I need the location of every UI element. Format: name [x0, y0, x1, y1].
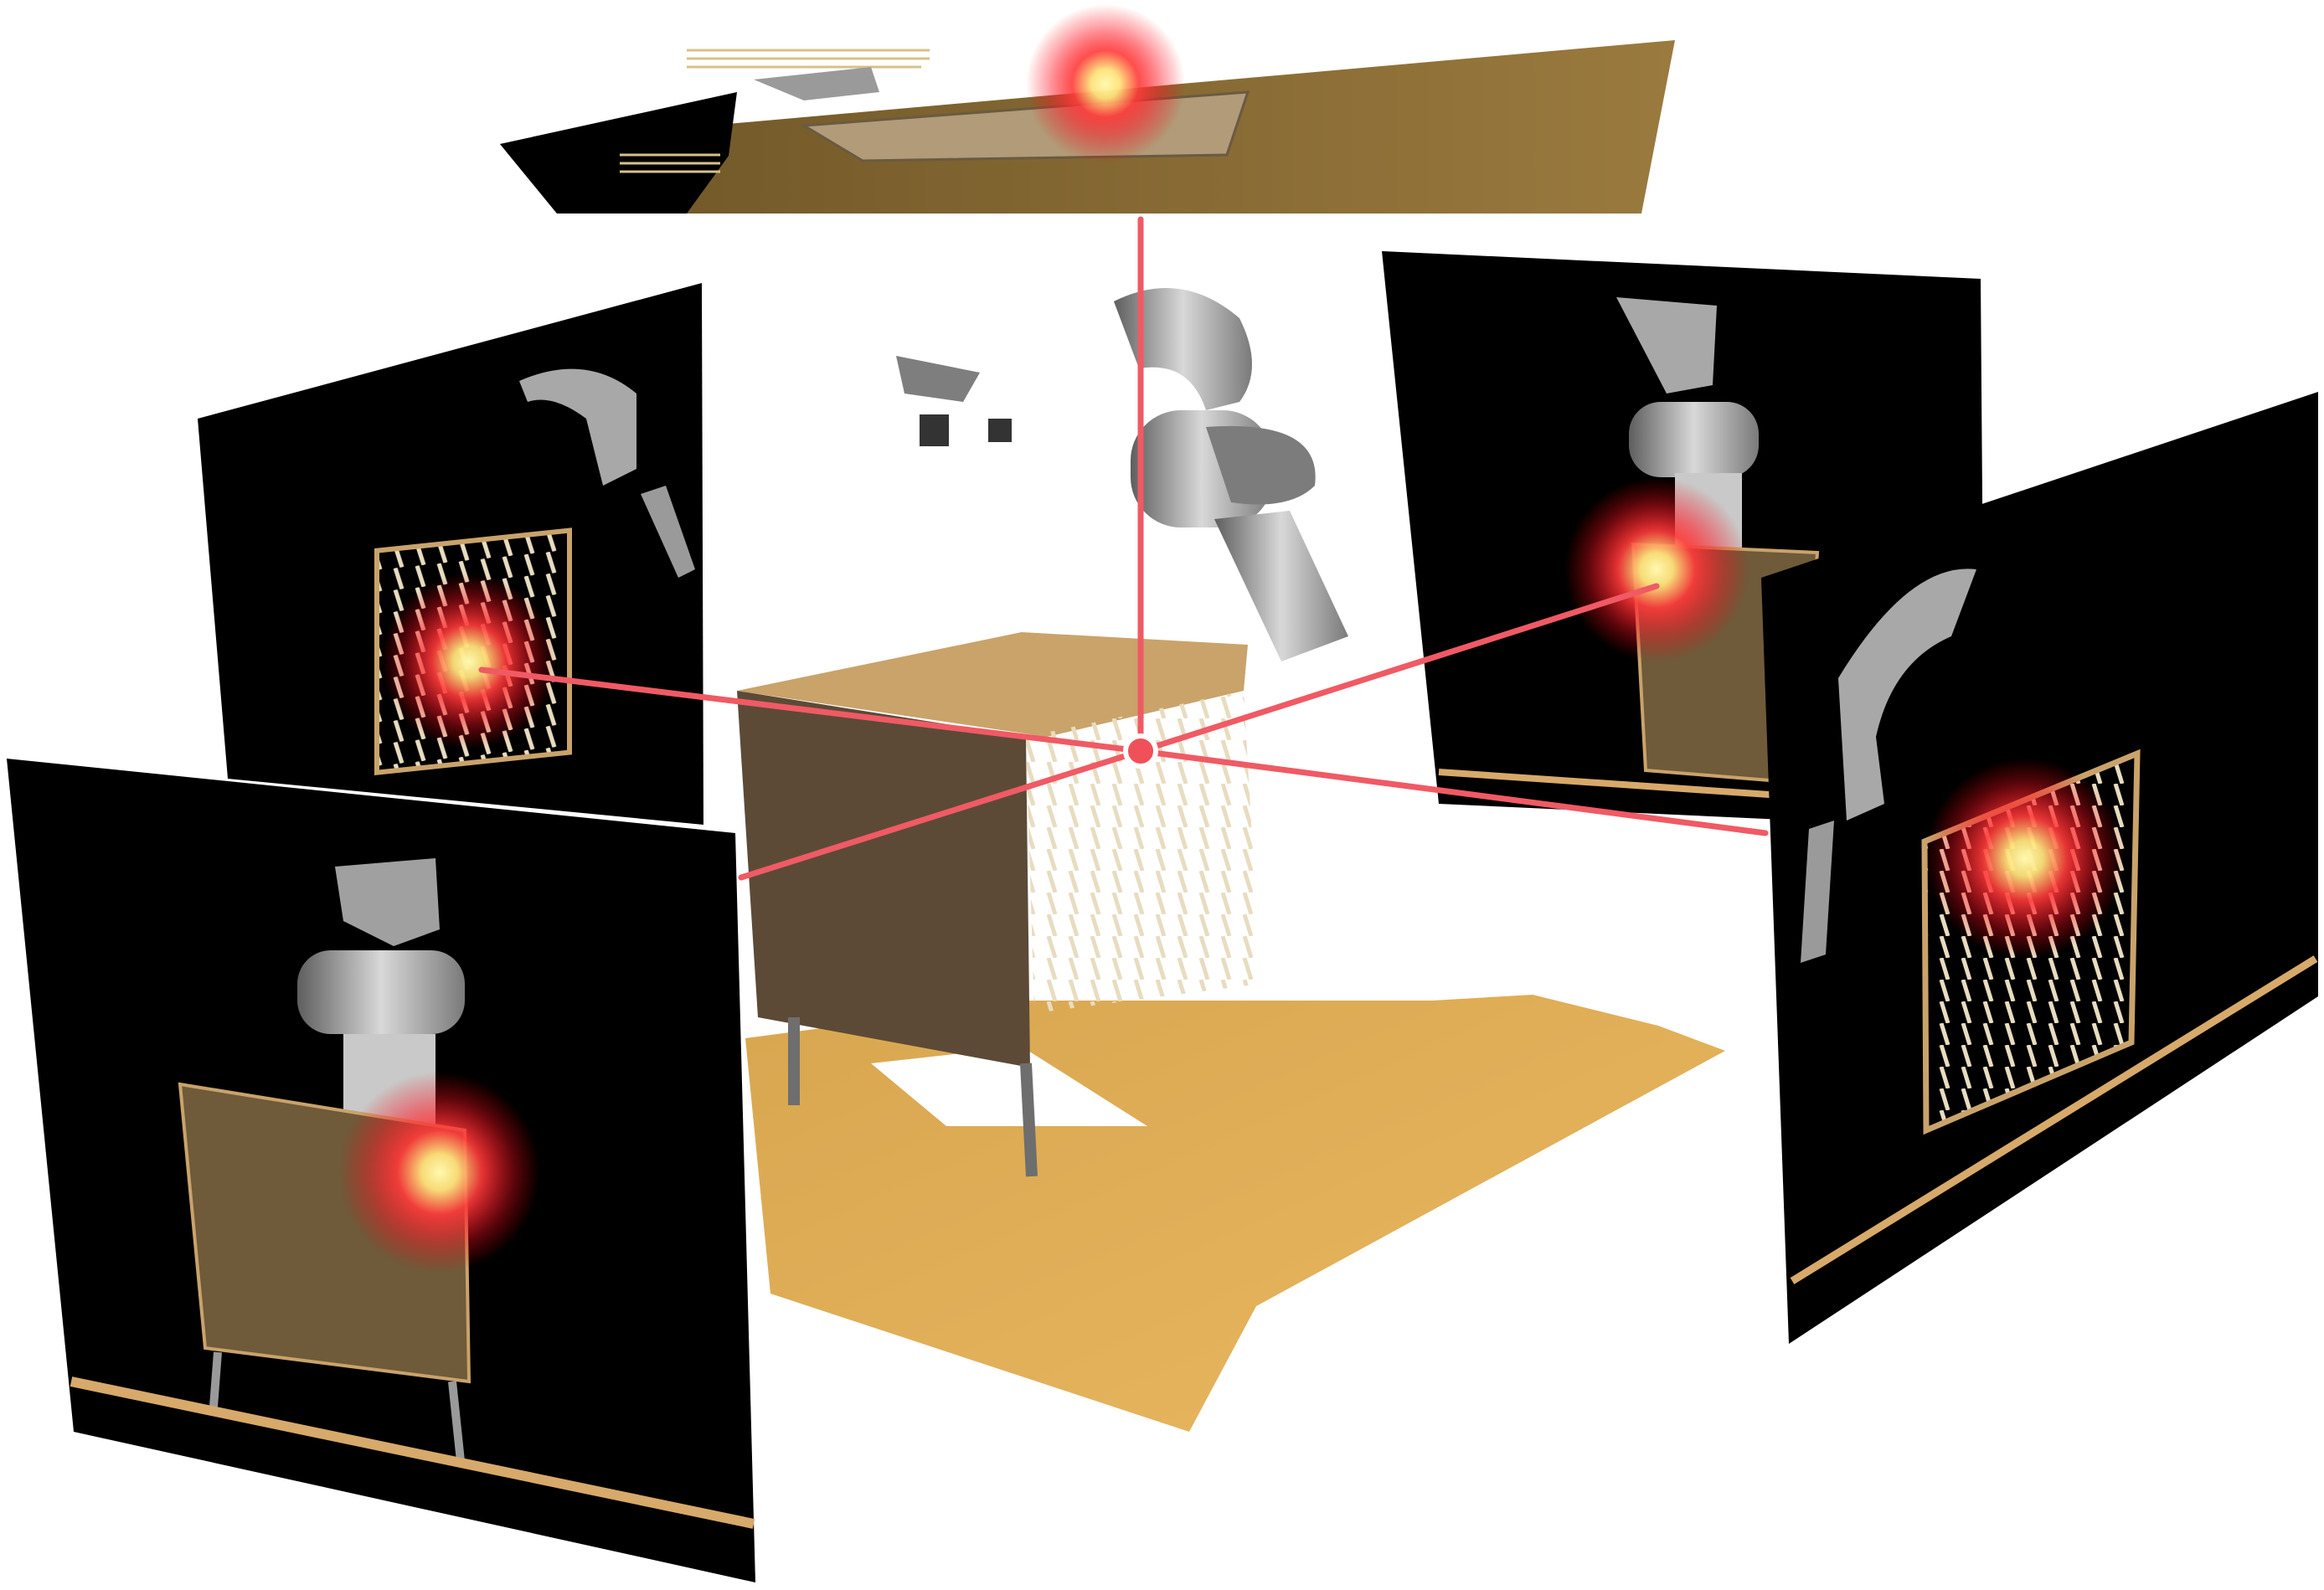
- table-top: [737, 632, 1248, 737]
- top-view-stripes: [620, 49, 930, 173]
- left-front-view-panel: [7, 759, 755, 1582]
- left-back-view-panel: [198, 283, 703, 825]
- table-side: [737, 691, 1030, 1068]
- right-front-view-heat: [1925, 758, 2126, 959]
- left-back-view-robot: [519, 368, 695, 578]
- left-front-view-floor-edge: [70, 1376, 755, 1529]
- top-view-heat: [1026, 4, 1185, 163]
- right-front-view-robot: [1801, 569, 1976, 963]
- left-front-view-heat: [339, 1072, 540, 1273]
- target-point-icon: [1123, 733, 1158, 769]
- top-view-robot: [754, 67, 879, 100]
- projection-rays: [478, 216, 1769, 881]
- ray-left-back: [478, 666, 1144, 754]
- right-back-view-heat: [1564, 477, 1749, 661]
- ray-left-front: [738, 748, 1144, 881]
- right-front-view-floor-edge: [1790, 955, 2318, 1284]
- ray-right-back: [1137, 583, 1660, 754]
- scene-camera-debris: [896, 356, 1012, 446]
- left-back-view-heat: [381, 574, 557, 749]
- scene-robot-arm: [1114, 288, 1348, 661]
- ray-right-front: [1137, 748, 1769, 836]
- scene-floor-hole: [871, 1047, 1147, 1126]
- point-cloud-scene: [737, 288, 1725, 1432]
- top-view-panel: [500, 4, 1675, 214]
- right-front-view-panel: [1761, 392, 2318, 1344]
- scene-floor: [745, 995, 1725, 1432]
